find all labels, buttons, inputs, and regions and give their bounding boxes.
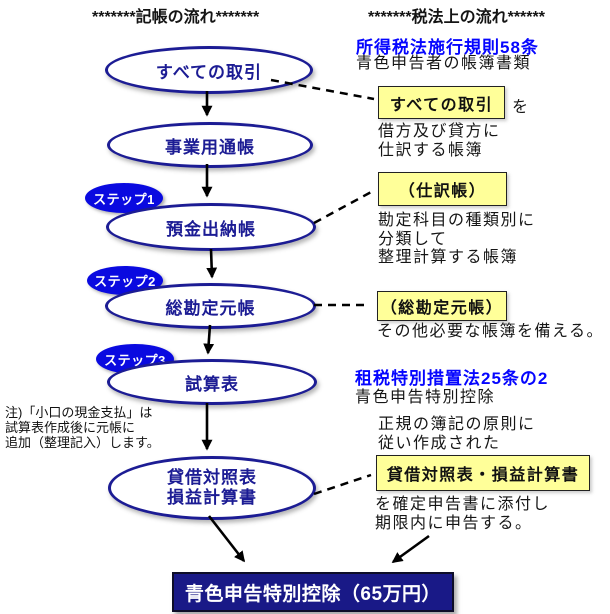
petty-cash-note: 注)「小口の現金支払」は 試算表作成後に元帳に 追加（整理記入）します。 [5,405,160,450]
node-business-bankbook: 事業用通帳 [107,122,313,168]
arrow-node4-node5 [203,324,215,355]
result-box: 青色申告特別控除（65万円） [172,572,454,612]
tax-box-general-ledger: （総勘定元帳） [377,291,507,321]
arrow-taxtext-result [391,534,430,564]
arrow-node3-node4 [206,248,218,279]
node-deposit-cashbook: 預金出納帳 [106,203,316,251]
tax-box-journal: （仕訳帳） [378,172,507,206]
node-trial-balance: 試算表 [107,359,317,405]
node-general-ledger: 総勘定元帳 [105,283,316,329]
law2-title: 租税特別措置法25条の2 [355,369,549,388]
tax-box-all-transactions: すべての取引 [378,86,505,119]
tax-box4-description: を確定申告書に添付し 期限内に申告する。 [375,496,551,532]
left-column-header: *******記帳の流れ******* [92,9,260,26]
dashed-node3-box2 [313,189,374,225]
law2-subtitle: 青色申告特別控除 [355,389,496,406]
tax-box1-suffix: を [512,99,530,116]
right-column-header: *******税法上の流れ****** [368,9,545,26]
tax-box1-description: 借方及び貸方に 仕訳する帳簿 [378,123,501,159]
law1-title: 所得税法施行規則58条 [356,38,539,57]
law2-description: 正規の簿記の原則に 従い作成された [378,416,536,452]
node-financial-statements: 貸借対照表 損益計算書 [108,456,316,520]
dashed-node6-box4 [313,473,372,496]
tax-box-financial-statements: 貸借対照表・損益計算書 [376,455,590,491]
tax-box2-description: 勘定科目の種類別に 分類して 整理計算する帳簿 [378,212,536,266]
tax-box3-description: その他必要な帳簿を備える。 [377,323,605,340]
arrow-node6-result [207,515,246,563]
node-all-transactions: すべての取引 [105,46,313,94]
law1-subtitle: 青色申告者の帳簿書類 [356,55,532,72]
